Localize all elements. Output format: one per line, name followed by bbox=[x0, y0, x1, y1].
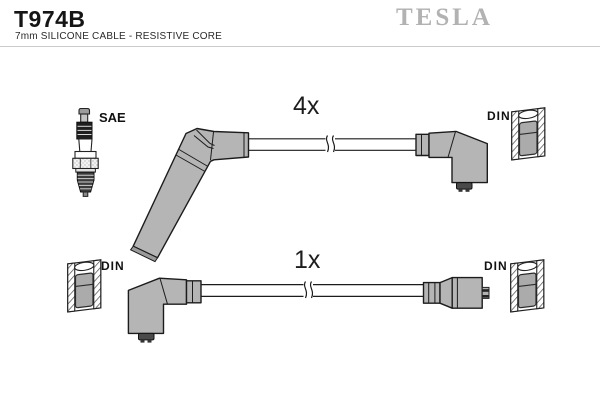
cable-break-mark bbox=[325, 135, 330, 153]
spark-plug-electrode-tip bbox=[82, 191, 89, 197]
quantity-label-bottom: 1x bbox=[294, 246, 321, 274]
din-connector-top bbox=[511, 107, 546, 161]
din-label-top: DIN bbox=[487, 109, 511, 123]
terminal-contact bbox=[456, 182, 473, 190]
header-divider bbox=[0, 46, 600, 47]
cable-bottom bbox=[201, 280, 424, 300]
din-connector-bottom-left bbox=[67, 259, 102, 313]
din-label-bottom-right: DIN bbox=[484, 259, 508, 273]
elbow-boot-top-right bbox=[415, 130, 488, 192]
angled-boot-tip-rim bbox=[129, 245, 159, 263]
terminal-contact bbox=[138, 332, 155, 341]
spark-plug-washer bbox=[75, 168, 96, 173]
product-subtitle: 7mm SILICONE CABLE - RESISTIVE CORE bbox=[15, 31, 223, 42]
spark-plug-illustration bbox=[72, 107, 99, 197]
spark-plug-terminal-stem bbox=[80, 113, 89, 123]
terminal-contact bbox=[481, 286, 490, 299]
spark-plug-ribbed-insulator bbox=[76, 121, 93, 140]
spark-plug-hex bbox=[72, 157, 99, 170]
spark-plug-threads bbox=[76, 171, 95, 193]
din-label-bottom-left: DIN bbox=[101, 259, 125, 273]
angled-boot bbox=[132, 127, 250, 259]
cable-break-mark bbox=[303, 281, 308, 299]
bottom-cable-illustration bbox=[67, 259, 545, 343]
spark-plug-ceramic bbox=[78, 138, 93, 153]
quantity-label-top: 4x bbox=[293, 92, 320, 120]
brand-logo: TESLA bbox=[396, 4, 493, 31]
spark-plug-flange bbox=[74, 150, 97, 159]
part-number: T974B bbox=[14, 6, 86, 32]
straight-connector-bottom-right bbox=[422, 276, 490, 309]
top-cable-illustration bbox=[129, 107, 546, 263]
elbow-boot-bottom-left bbox=[127, 277, 202, 343]
cable-top bbox=[248, 134, 416, 154]
sae-terminal-label: SAE bbox=[99, 110, 126, 125]
spark-plug-terminal-cap bbox=[78, 107, 91, 115]
din-connector-bottom-right bbox=[510, 259, 545, 313]
